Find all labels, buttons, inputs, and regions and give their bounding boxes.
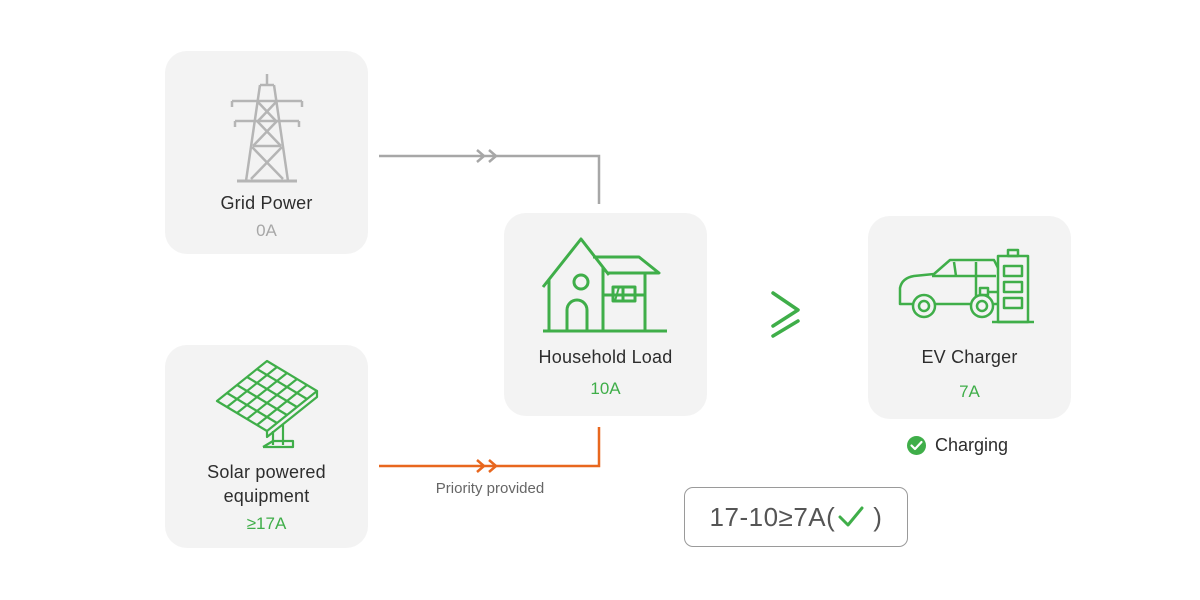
formula-expression: 17-10≥7A( [709, 501, 836, 532]
formula-closing: ) [873, 501, 883, 532]
solar-panel-icon [215, 359, 319, 449]
grid-connector [379, 149, 601, 204]
solar-value: ≥17A [246, 514, 287, 533]
house-icon [541, 237, 667, 333]
household-value: 10A [590, 379, 621, 398]
solar-label-line2: equipment [223, 486, 310, 506]
household-label: Household Load [538, 347, 673, 367]
charging-status-text: Charging [935, 434, 1009, 455]
priority-note: Priority provided [435, 480, 545, 497]
grid-power-label: Grid Power [220, 193, 313, 213]
transmission-tower-icon [230, 74, 304, 183]
checkmark-icon [838, 506, 864, 527]
solar-label-line1: Solar powered [207, 462, 326, 482]
check-circle-icon [907, 435, 926, 455]
ev-charger-card: EV Charger 7A [868, 216, 1071, 419]
ev-car-charger-icon [898, 248, 1034, 324]
household-load-card: Household Load 10A [504, 213, 707, 416]
solar-connector [379, 427, 601, 473]
ev-charger-label: EV Charger [921, 347, 1018, 367]
charging-status: Charging [906, 433, 1008, 457]
formula-box: 17-10≥7A( ) [684, 487, 908, 547]
ev-charger-value: 7A [959, 382, 980, 401]
grid-power-value: 0A [256, 221, 277, 240]
grid-power-card: Grid Power 0A [165, 51, 368, 254]
solar-equipment-card: Solar powered equipment ≥17A [165, 345, 368, 548]
greater-equal-symbol [771, 291, 800, 338]
